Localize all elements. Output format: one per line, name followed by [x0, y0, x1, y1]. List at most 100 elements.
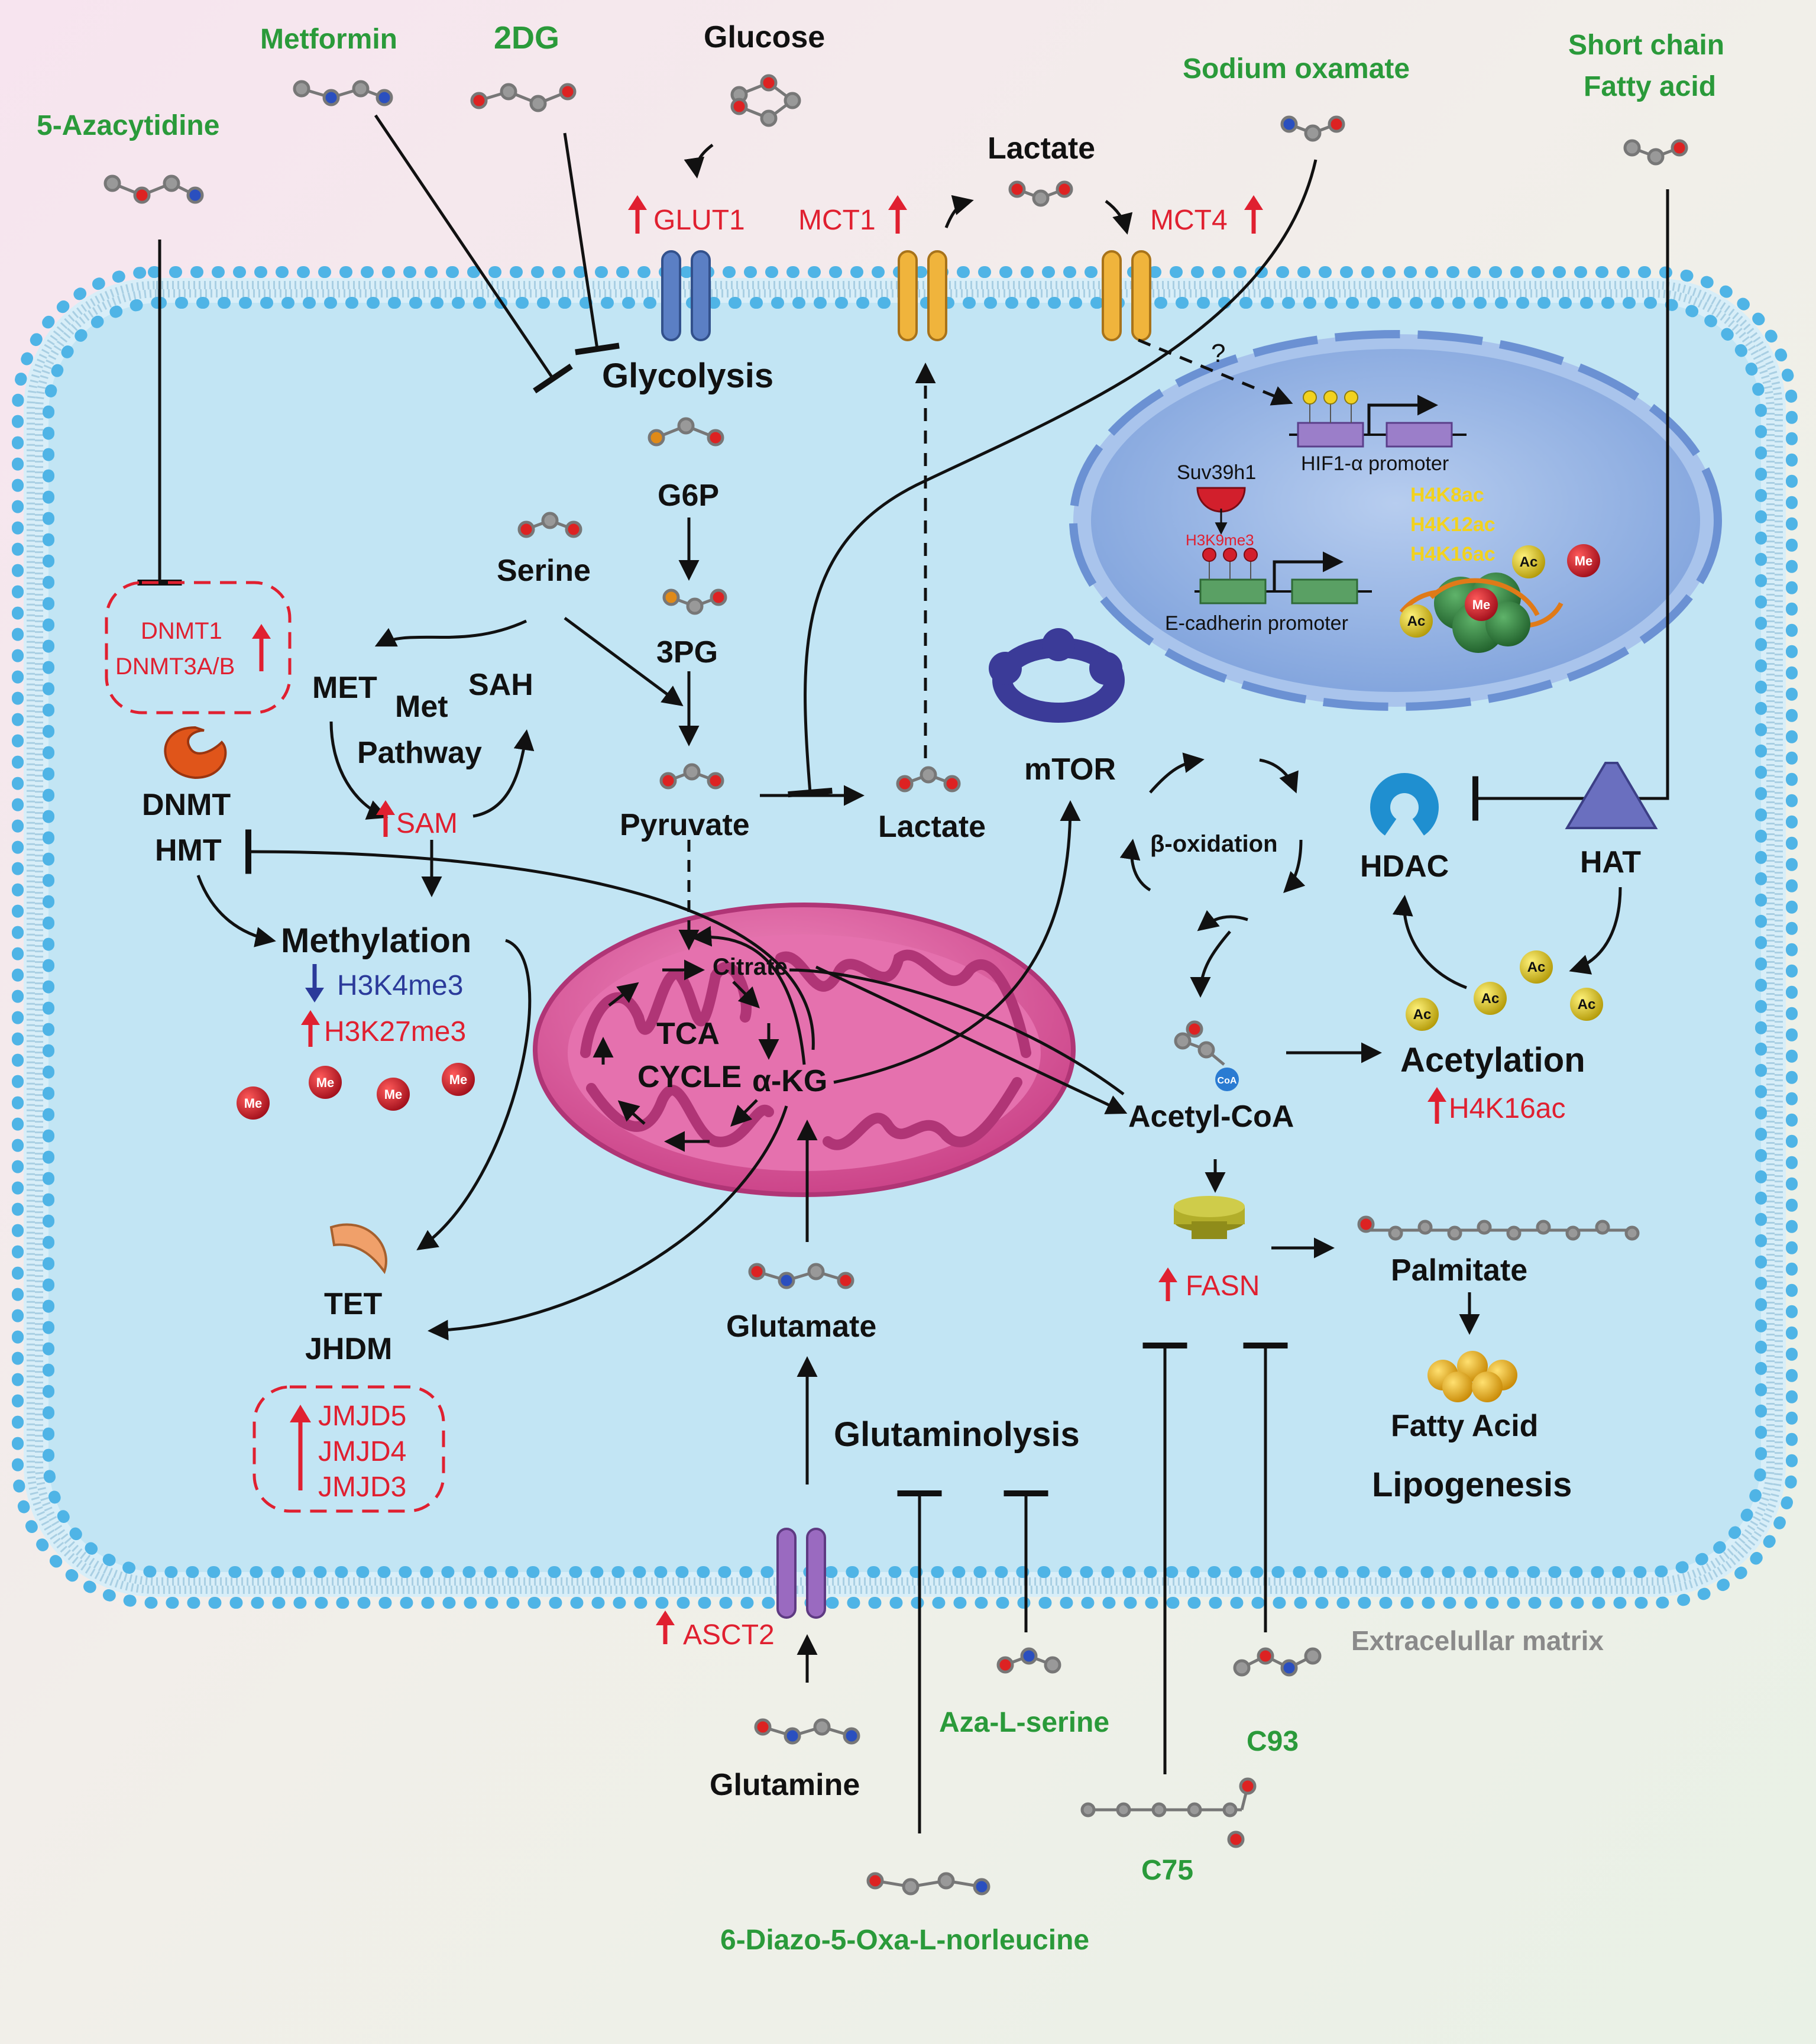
serine-molecule — [517, 512, 582, 538]
label-mct4: MCT4 — [1150, 205, 1228, 236]
me-ball — [442, 1063, 475, 1096]
drug-aza-l-serine: Aza-L-serine — [939, 1707, 1109, 1738]
me-ball — [1465, 588, 1498, 621]
label-akg: α-KG — [752, 1064, 827, 1098]
azacytidine-molecule — [103, 174, 204, 204]
me-badge: Me — [1575, 554, 1593, 568]
molecule-structures — [103, 74, 1688, 1896]
jmjd-upregulated-box — [253, 1385, 445, 1513]
ac-badge: Ac — [1481, 991, 1500, 1007]
h3k4me3-down-arrow — [305, 964, 324, 1002]
don-molecule — [866, 1872, 990, 1896]
label-glutaminolysis: Glutaminolysis — [834, 1415, 1080, 1454]
label-ecadherin-promoter: E-cadherin promoter — [1165, 612, 1348, 635]
pathway-arrows — [137, 114, 1669, 1833]
label-sah: SAH — [468, 668, 533, 702]
label-jmjd3: JMJD3 — [318, 1471, 406, 1503]
label-pyruvate: Pyruvate — [620, 808, 750, 842]
ac-ball — [1474, 982, 1507, 1015]
label-jmjd4: JMJD4 — [318, 1436, 406, 1467]
label-met-pathway-2: Pathway — [357, 736, 482, 770]
2dg-molecule — [470, 83, 577, 112]
me-ball — [237, 1086, 270, 1120]
ac-badge: Ac — [1578, 997, 1596, 1013]
label-glucose: Glucose — [704, 20, 825, 54]
label-h3k9me3: H3K9me3 — [1186, 531, 1254, 549]
label-met-pathway-1: Met — [395, 690, 448, 724]
label-hat: HAT — [1580, 845, 1641, 879]
label-mtor: mTOR — [1024, 752, 1116, 787]
label-glycolysis: Glycolysis — [602, 357, 773, 395]
label-g6p: G6P — [658, 478, 719, 513]
drug-2dg: 2DG — [494, 20, 559, 56]
label-hif1a-promoter: HIF1-α promoter — [1301, 452, 1449, 475]
suv39h1-enzyme-icon — [1196, 487, 1246, 513]
asct2-transporter — [776, 1528, 826, 1619]
dnmt-upregulated-box — [105, 581, 292, 714]
label-acetylcoa: Acetyl-CoA — [1128, 1099, 1294, 1134]
label-mct1: MCT1 — [798, 205, 876, 236]
metformin-molecule — [293, 80, 393, 106]
mct1-transporter — [898, 250, 947, 341]
pyruvate-molecule — [659, 763, 724, 790]
oxamate-molecule — [1280, 115, 1345, 142]
label-hmt: HMT — [155, 833, 222, 868]
label-dnmt3ab: DNMT3A/B — [115, 654, 235, 680]
drug-metformin: Metformin — [260, 24, 397, 55]
aza-serine-molecule — [996, 1647, 1061, 1674]
drug-don: 6-Diazo-5-Oxa-L-norleucine — [720, 1925, 1089, 1956]
hif1a-promoter-gene — [1289, 390, 1467, 448]
drug-c75: C75 — [1141, 1855, 1193, 1886]
me-badge: Me — [244, 1096, 263, 1111]
ac-ball — [1512, 545, 1545, 578]
label-h3k4me3: H3K4me3 — [337, 970, 463, 1001]
hat-icon — [1565, 762, 1658, 829]
fasn-icon — [1174, 1196, 1245, 1239]
label-tca-1: TCA — [656, 1017, 720, 1051]
hdac-icon — [1370, 773, 1439, 846]
mtor-icon — [989, 628, 1125, 723]
label-fatty-acid: Fatty Acid — [1391, 1409, 1538, 1443]
scfa-molecule — [1623, 139, 1688, 166]
dnmt-enzyme-icon — [164, 726, 227, 780]
label-lactate-out: Lactate — [988, 131, 1095, 166]
label-jhdm: JHDM — [305, 1332, 392, 1366]
ac-badge: Ac — [1527, 959, 1546, 975]
label-h4k16ac-nucleus: H4K16ac — [1410, 543, 1495, 565]
label-3pg: 3PG — [656, 635, 718, 670]
methyl-balls — [237, 544, 1600, 1120]
label-tet: TET — [324, 1287, 382, 1321]
me-ball — [377, 1078, 410, 1111]
label-h4k16ac-main: H4K16ac — [1449, 1093, 1565, 1124]
ecadherin-promoter-gene — [1195, 548, 1372, 604]
label-sam: SAM — [396, 808, 458, 839]
label-glut1: GLUT1 — [653, 205, 745, 236]
me-ball — [309, 1066, 342, 1099]
lactate-out-molecule — [1008, 180, 1073, 207]
label-tca-2: CYCLE — [637, 1060, 742, 1094]
ac-badge: Ac — [1407, 613, 1426, 629]
tet-enzyme-icon — [329, 1223, 387, 1275]
3pg-molecule — [662, 588, 727, 615]
ac-ball — [1570, 988, 1603, 1021]
glutamate-molecule — [748, 1263, 854, 1289]
label-palmitate: Palmitate — [1391, 1253, 1527, 1288]
label-jmjd5: JMJD5 — [318, 1401, 406, 1432]
me-badge: Me — [384, 1087, 403, 1102]
label-citrate: Citrate — [713, 954, 788, 980]
palmitate-molecule — [1357, 1215, 1640, 1241]
acetylcoa-molecule — [1174, 1020, 1225, 1066]
drug-sodium-oxamate: Sodium oxamate — [1183, 53, 1410, 85]
label-acetylation: Acetylation — [1400, 1041, 1585, 1079]
nucleus — [1069, 330, 1722, 711]
ac-badge: Ac — [1413, 1007, 1432, 1023]
label-methylation: Methylation — [281, 921, 471, 960]
c75-molecule — [1080, 1777, 1257, 1848]
drug-scfa-line1: Short chain — [1568, 30, 1724, 61]
label-beta-oxidation: β-oxidation — [1150, 831, 1278, 857]
glut1-transporter — [661, 250, 711, 341]
label-serine: Serine — [497, 554, 591, 588]
ac-ball — [1520, 950, 1553, 984]
me-ball — [1567, 544, 1600, 577]
